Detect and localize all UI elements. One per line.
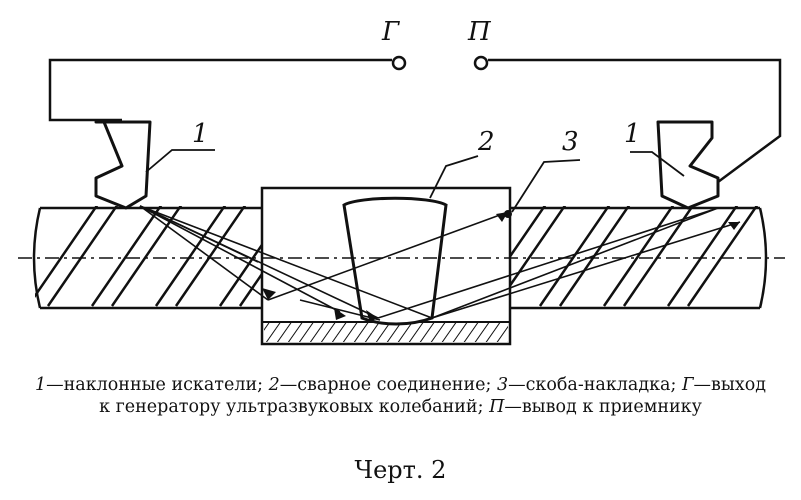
beam-paths <box>139 205 741 321</box>
weld-joint <box>342 196 448 326</box>
inclined-probe-right <box>656 120 720 210</box>
legend-text: —выход к генератору ультразвуковых колеб… <box>99 375 767 417</box>
wire-to-receiver <box>488 58 782 184</box>
label-receiver: П <box>467 17 492 47</box>
wire-to-generator <box>48 58 392 122</box>
figure-caption: 1—наклонные искатели; 2—сварное соединен… <box>30 374 771 418</box>
label-bracket: 3 <box>562 127 579 157</box>
reflection-point <box>504 210 512 218</box>
leader-lines <box>145 149 685 213</box>
legend-text: —вывод к приемнику <box>504 397 702 417</box>
legend-text: —сварное соединение; <box>279 375 497 395</box>
legend-key: 3 <box>496 375 509 395</box>
generator-terminal <box>391 55 407 71</box>
figure-title: Черт. 2 <box>354 456 447 484</box>
legend-key: 2 <box>268 375 280 395</box>
legend-text: —скоба-накладка; <box>508 375 682 395</box>
diagram-figure: Г П 1 2 3 1 <box>18 17 785 346</box>
legend-key: П <box>489 397 505 417</box>
legend-key: 1 <box>34 375 47 395</box>
label-weld: 2 <box>477 127 495 157</box>
label-generator: Г <box>381 17 400 47</box>
beam-arrowheads <box>262 212 740 322</box>
receiver-terminal <box>473 55 489 71</box>
inclined-probe-left <box>94 120 152 210</box>
label-probe-left: 1 <box>192 119 209 149</box>
legend-key: Г <box>681 375 694 395</box>
label-probe-right: 1 <box>624 119 641 149</box>
legend-text: —наклонные искатели; <box>46 375 269 395</box>
